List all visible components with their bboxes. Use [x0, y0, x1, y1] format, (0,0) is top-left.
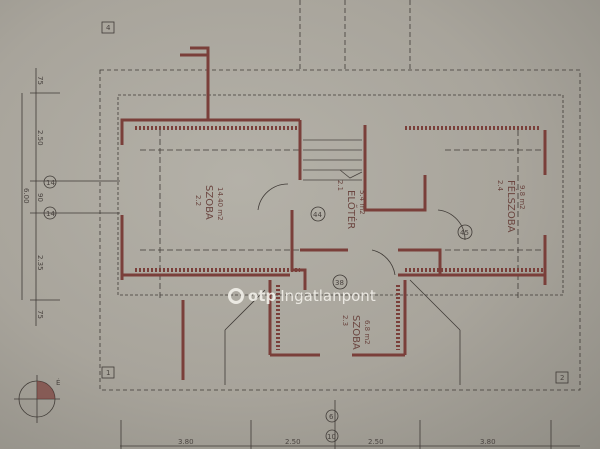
room-eloter: 2.1 ELŐTÉR 5.4 m2 — [336, 180, 366, 229]
axis-marker: 14 — [46, 210, 55, 218]
watermark-name: Ingatlanpont — [280, 287, 376, 305]
svg-text:2.35: 2.35 — [36, 255, 44, 271]
door-marker: 45 — [460, 229, 469, 237]
svg-text:2.50: 2.50 — [36, 130, 44, 146]
bottom-dimension: 2.50 — [368, 438, 384, 446]
axis-marker: 4 — [106, 24, 111, 32]
svg-text:75: 75 — [36, 310, 44, 319]
door-swing — [257, 183, 289, 211]
room-area: 6.8 m2 — [363, 320, 371, 345]
bottom-dimension: 3.80 — [480, 438, 496, 446]
room-name: ELŐTÉR — [345, 190, 359, 229]
walls — [120, 46, 547, 380]
room-number: 2.3 — [341, 315, 349, 326]
room-number: 2.4 — [496, 180, 504, 192]
room-name: SZOBA — [203, 185, 214, 220]
room-name: SZOBA — [350, 315, 361, 350]
room-number: 2.1 — [336, 180, 344, 191]
north-label: É — [56, 378, 60, 387]
room-area: 14.40 m2 — [216, 187, 224, 221]
room-area: 9.8 m2 — [518, 185, 526, 210]
svg-text:75: 75 — [36, 76, 44, 85]
room-name: FÉLSZOBA — [505, 180, 518, 233]
watermark: otp Ingatlanpont — [228, 287, 376, 305]
svg-text:90: 90 — [36, 193, 44, 202]
room-area: 5.4 m2 — [358, 190, 366, 215]
axis-marker: 2 — [560, 374, 564, 382]
axis-marker: 14 — [46, 179, 55, 187]
stairs — [303, 139, 363, 181]
svg-text:6.00: 6.00 — [22, 188, 30, 204]
room-szoba-2: 2.3 SZOBA 6.8 m2 — [341, 315, 371, 350]
door-marker: 44 — [313, 211, 322, 219]
left-dimensions: 75 2.50 90 2.35 75 6.00 — [22, 76, 44, 319]
bottom-dimension: 2.50 — [285, 438, 301, 446]
door-marker: 38 — [335, 279, 344, 287]
watermark-brand: otp — [248, 287, 277, 305]
roof-outline — [99, 69, 581, 391]
axis-marker: 10 — [327, 433, 336, 441]
room-felszoba: 2.4 FÉLSZOBA 9.8 m2 — [496, 180, 526, 233]
axis-marker: 6 — [329, 413, 334, 421]
room-number: 2.2 — [194, 195, 202, 206]
axis-marker: 1 — [106, 369, 110, 377]
bottom-dimension: 3.80 — [178, 438, 194, 446]
room-szoba-1: 2.2 SZOBA 14.40 m2 — [194, 185, 224, 221]
otp-logo-icon — [228, 288, 244, 304]
